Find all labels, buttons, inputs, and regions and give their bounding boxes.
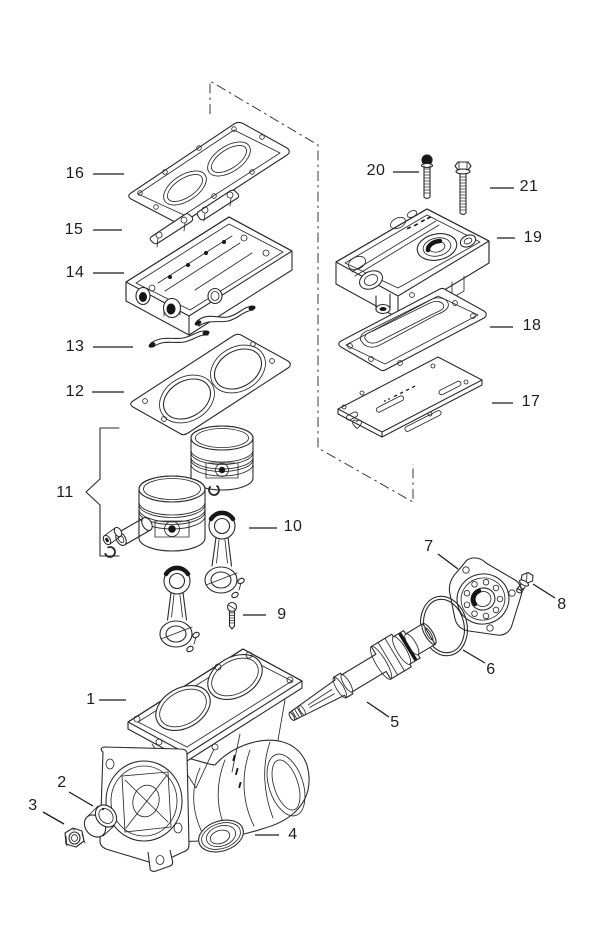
part-19-cylinder-head (335, 208, 490, 319)
callout-1: 1 (86, 691, 96, 708)
callout-21: 21 (519, 178, 539, 195)
callout-18: 18 (522, 317, 542, 334)
part-18-head-gasket (338, 287, 487, 372)
part-12-head-gasket (130, 333, 291, 436)
callout-15: 15 (64, 221, 84, 238)
callout-3: 3 (28, 797, 38, 814)
callout-9: 9 (277, 606, 287, 623)
callout-leader-lines (42, 171, 556, 836)
leader-line-7 (437, 553, 459, 570)
part-17-valve-plate (337, 356, 483, 438)
callout-7: 7 (424, 538, 434, 555)
callout-17: 17 (521, 393, 541, 410)
part-3-nut (64, 827, 86, 848)
callout-5: 5 (390, 714, 400, 731)
part-21-hex-bolt (454, 161, 472, 216)
callout-19: 19 (523, 229, 543, 246)
part-4-seal-ring (198, 819, 244, 853)
leader-line-8 (532, 583, 556, 599)
callout-14: 14 (65, 264, 85, 281)
part-8-cover-bolt (516, 571, 534, 594)
part-5-crankshaft (288, 622, 437, 721)
leader-line-2 (68, 791, 94, 807)
part-1-crankcase (99, 648, 310, 872)
leader-line-6 (462, 649, 486, 664)
part-2-bushing (83, 804, 118, 838)
part-15-valve-lamellas (149, 189, 240, 248)
part-16-cover-gasket (128, 121, 290, 225)
callout-10: 10 (283, 518, 303, 535)
leader-line-3 (42, 811, 65, 825)
part-20-bolt (420, 154, 434, 200)
part-14-valve-plate-assembly (125, 216, 293, 336)
part-9-conrod-screw (226, 601, 238, 630)
part-11-piston-kit (102, 425, 254, 558)
callout-12: 12 (65, 383, 85, 400)
part-7-bearing-end-cover (448, 557, 523, 636)
section-divider-line (209, 80, 414, 503)
callout-11: 11 (56, 484, 74, 501)
callout-16: 16 (65, 165, 85, 182)
callout-13: 13 (65, 338, 85, 355)
callout-2: 2 (57, 774, 67, 791)
part-10-connecting-rods (159, 510, 245, 653)
part-13-reed-valves (148, 305, 256, 348)
callout-6: 6 (486, 661, 496, 678)
callout-8: 8 (557, 596, 567, 613)
callout-4: 4 (288, 826, 298, 843)
leader-line-5 (366, 701, 390, 718)
bracket-11 (85, 427, 120, 557)
callout-20: 20 (366, 162, 386, 179)
